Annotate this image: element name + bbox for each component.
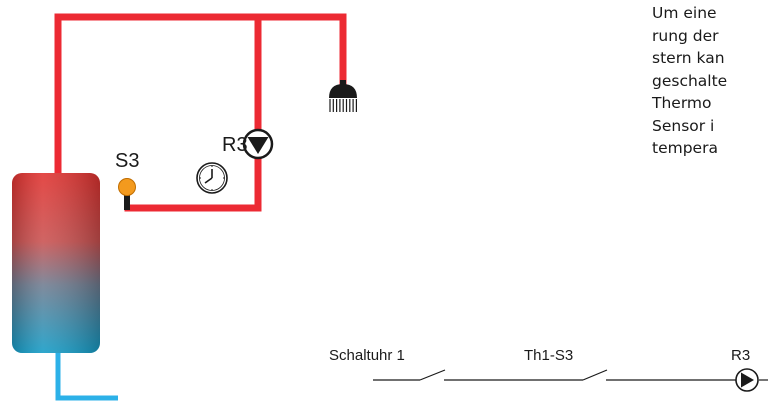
description-line: Um eine	[652, 4, 717, 22]
hot-water-pipes	[54, 13, 347, 212]
cold-water-pipe	[55, 352, 118, 401]
pipe-main-loop	[54, 13, 347, 184]
description-line: rung der	[652, 26, 719, 45]
sensor-label: S3	[115, 150, 139, 172]
pump-icon	[242, 128, 274, 160]
shower-icon	[329, 80, 357, 112]
pump-label: R3	[222, 134, 248, 156]
circuit-pump-icon	[735, 368, 759, 392]
description-line: Sensor i	[652, 116, 715, 135]
sensor-icon	[118, 178, 136, 210]
description-line: geschalte	[652, 71, 728, 90]
switch-2	[582, 369, 608, 381]
pipe-circulation	[124, 156, 262, 212]
description-line: stern kan	[652, 49, 725, 67]
description-text: Um eine rung der stern kan geschalte The…	[652, 2, 768, 160]
description-line: Thermo	[652, 94, 712, 112]
clock-icon	[196, 162, 228, 194]
circuit-pump-label: R3	[731, 347, 750, 364]
circuit-switch2-label: Th1-S3	[524, 347, 573, 364]
circuit-switch1-label: Schaltuhr 1	[329, 347, 405, 364]
logic-circuit	[373, 369, 768, 381]
description-line: tempera	[652, 139, 718, 157]
switch-1	[419, 369, 446, 381]
storage-tank	[12, 173, 100, 353]
